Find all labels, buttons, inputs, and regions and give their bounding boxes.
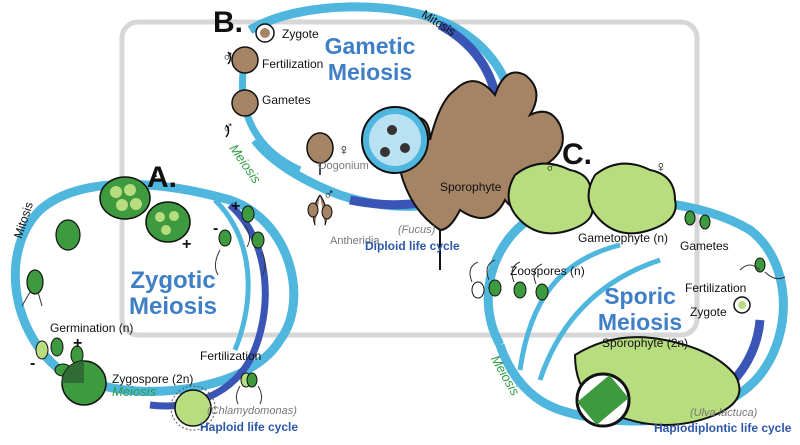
germination-label: Germination (n): [50, 321, 134, 335]
plus-mark-gamete: +: [231, 198, 241, 215]
panel-b-fertilization-label: Fertilization: [262, 57, 324, 71]
gametophyte-label: Gametophyte (n): [578, 231, 669, 245]
fucus-sporophyte: [361, 71, 564, 270]
ulva-label: (Ulva lactuca): [690, 407, 758, 419]
male-symbol-antheridia: ♂: [323, 186, 335, 203]
panel-c-sporophyte-label: Sporophyte (2n): [602, 336, 689, 350]
panel-b-gametes-label: Gametes: [262, 93, 311, 107]
minus-mark-gamete: -: [213, 220, 219, 237]
panel-c-fertilization-label: Fertilization: [685, 281, 747, 295]
sporophyte-label: Sporophyte: [440, 180, 502, 194]
diploid-cycle-label: Diploid life cycle: [365, 239, 460, 253]
gametic-meiosis-title: Gametic Meiosis: [324, 33, 416, 86]
gametic-cells: [225, 23, 334, 226]
male-symbol-fertilization: ♂: [222, 48, 234, 65]
minus-mark-germination: -: [30, 355, 36, 372]
zoospores-label: Zoospores (n): [510, 264, 585, 278]
plus-mark-cell: +: [182, 236, 192, 253]
panel-c-gametes-label: Gametes: [680, 239, 729, 253]
panel-c-zygote-label: Zygote: [690, 305, 727, 319]
zygotic-meiosis-title: Zygotic Meiosis: [128, 267, 218, 321]
zoospores: [469, 210, 786, 301]
sporic-meiosis-title: Sporic Meiosis: [597, 283, 683, 336]
haploid-cycle-label: Haploid life cycle: [200, 420, 299, 434]
male-symbol-gametes: ♂: [222, 119, 234, 136]
panel-c-letter: C.: [562, 138, 592, 171]
minus-mark-top: -: [152, 167, 158, 184]
zygospore-label: Zygospore (2n): [112, 372, 194, 386]
panel-a-letter: A.: [147, 161, 177, 194]
panel-a-meiosis-label: Meiosis: [112, 384, 157, 399]
female-symbol-gametophyte: ♀: [655, 159, 667, 176]
panel-b-letter: B.: [213, 6, 243, 39]
panel-a-fertilization-label: Fertilization: [200, 349, 262, 363]
zygotic-cells: [21, 176, 266, 431]
fucus-label: (Fucus): [398, 224, 436, 236]
panel-b-zygote-label: Zygote: [282, 27, 319, 41]
oogonium-label: Oogonium: [318, 160, 369, 172]
plus-mark-germination: +: [73, 335, 83, 352]
antheridia-label: Antheridia: [330, 235, 380, 247]
ulva-thalli: [507, 162, 751, 428]
chlamydomonas-label: (Chlamydomonas): [207, 405, 297, 417]
male-symbol-gametophyte: ♂: [545, 159, 557, 176]
female-symbol-oogonium: ♀: [338, 142, 350, 159]
haplodiplontic-cycle-label: Haplodiplontic life cycle: [654, 421, 792, 435]
